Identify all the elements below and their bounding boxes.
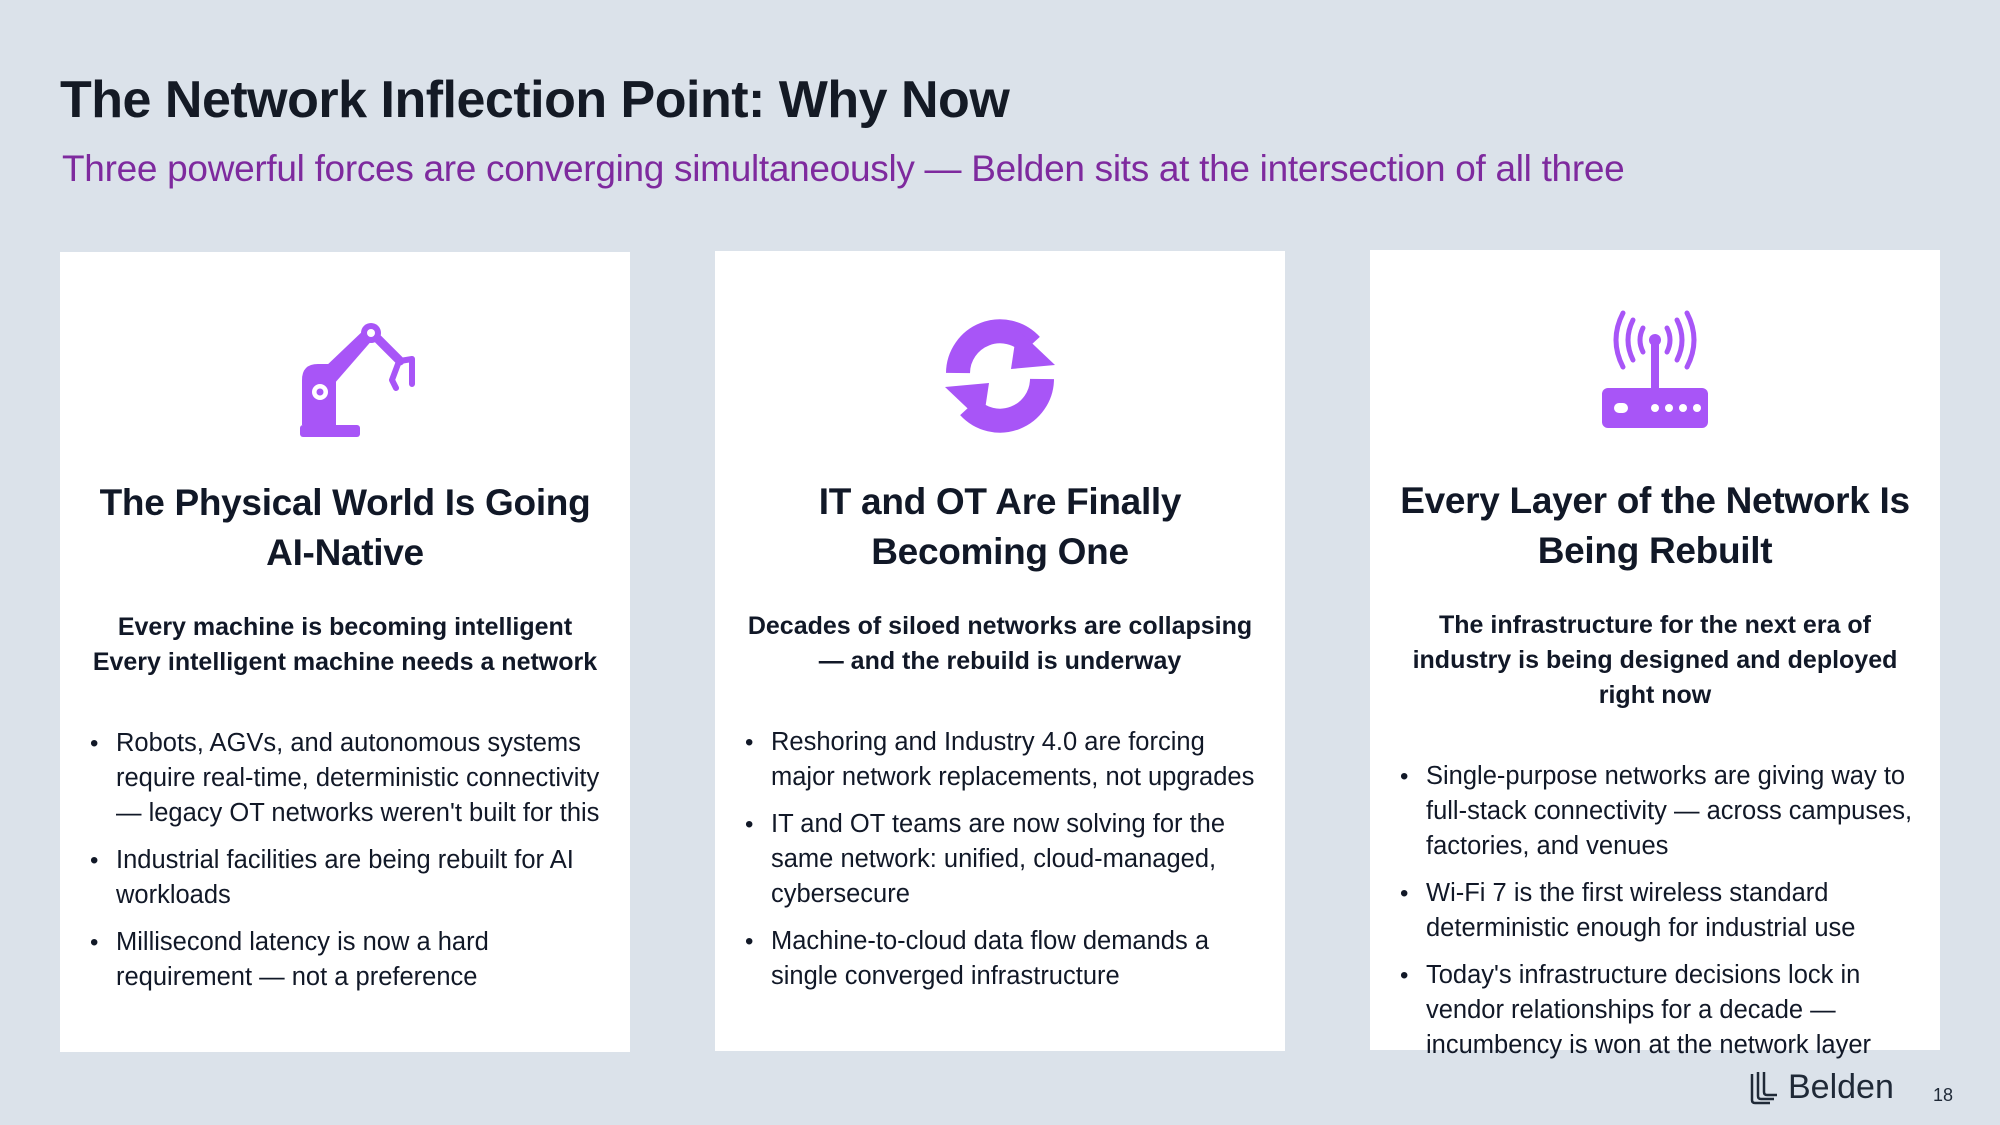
card-it-ot-convergence: IT and OT Are Finally Becoming One Decad… [715,251,1285,1051]
slide-title: The Network Inflection Point: Why Now [60,71,1010,129]
bullet-item: Millisecond latency is now a hard requir… [86,925,604,995]
belden-logo: Belden [1748,1068,1894,1107]
wireless-router-icon [1580,310,1730,440]
card-tagline: Every machine is becoming intelligent Ev… [86,610,604,680]
page-number: 18 [1933,1085,1954,1105]
bullet-list: Robots, AGVs, and autonomous systems req… [86,726,604,995]
bullet-item: Industrial facilities are being rebuilt … [86,843,604,913]
bullet-list: Reshoring and Industry 4.0 are forcing m… [741,725,1259,994]
bullet-item: IT and OT teams are now solving for the … [741,807,1259,912]
bullet-item: Robots, AGVs, and autonomous systems req… [86,726,604,831]
card-title: IT and OT Are Finally Becoming One [818,481,1182,572]
bullet-item: Wi-Fi 7 is the first wireless standard d… [1396,876,1914,946]
sync-arrows-icon [925,311,1075,441]
tagline-line: Decades of siloed networks are collapsin… [747,612,1253,675]
bullet-item: Machine-to-cloud data flow demands a sin… [741,924,1259,994]
bullet-item: Reshoring and Industry 4.0 are forcing m… [741,725,1259,795]
card-title: Every Layer of the Network Is Being Rebu… [1400,480,1910,571]
belden-logo-mark-icon [1750,1071,1777,1104]
card-network-rebuild: Every Layer of the Network Is Being Rebu… [1370,250,1940,1059]
card-ai-native: The Physical World Is Going AI-Native Ev… [60,252,630,1052]
brand-name: Belden [1788,1068,1894,1106]
card-tagline: The infrastructure for the next era of i… [1396,608,1914,713]
bullet-item: Today's infrastructure decisions lock in… [1396,958,1914,1063]
tagline-line: Every machine is becoming intelligent [117,613,573,641]
slide-subtitle: Three powerful forces are converging sim… [62,148,1625,189]
card-tagline: Decades of siloed networks are collapsin… [741,609,1259,679]
robot-arm-icon [270,312,420,442]
tagline-line: Every intelligent machine needs a networ… [92,648,598,676]
bullet-list: Single-purpose networks are giving way t… [1396,759,1914,1063]
bullet-item: Single-purpose networks are giving way t… [1396,759,1914,864]
tagline-line: The infrastructure for the next era of i… [1412,611,1898,709]
card-title: The Physical World Is Going AI-Native [99,482,591,573]
